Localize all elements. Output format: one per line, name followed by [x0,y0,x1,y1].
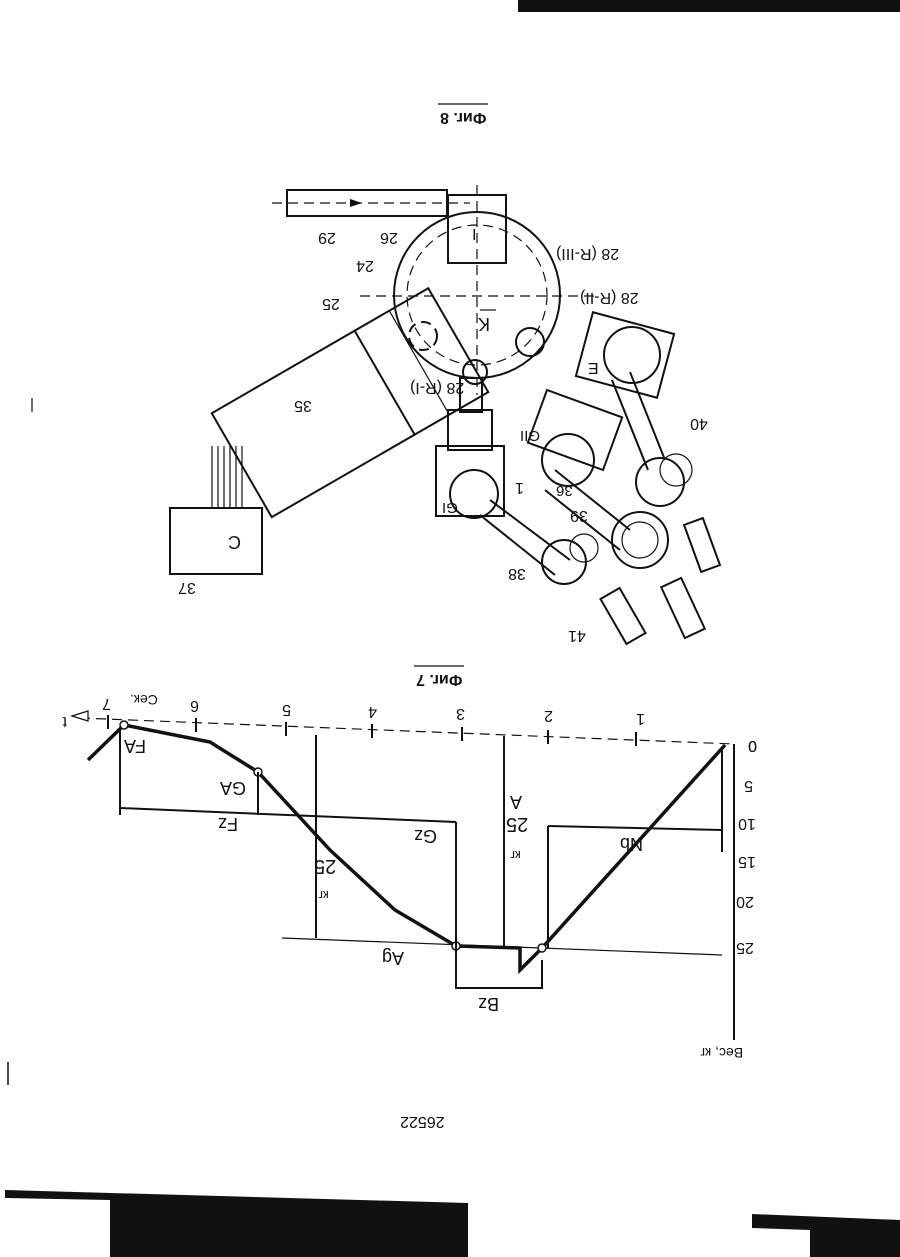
svg-text:2: 2 [544,707,553,724]
dim-unit-left: кг [318,888,329,903]
label-FA: FA [124,736,146,756]
label-24: 24 [356,257,374,274]
fig8-diagram: Фиг. 8 I K 24 25 26 28 (R-I) 28 (R-II) 2… [170,104,720,644]
label-Bz: Bz [478,994,499,1014]
label-38: 38 [508,565,526,582]
dim-25-left: 25 [314,855,336,877]
label-41: 41 [568,627,586,644]
dim-unit-right: кг [510,848,521,863]
label-Nb: Nb [620,834,643,854]
unit-37 [170,508,262,574]
label-28-R-II: 28 (R-II) [580,289,639,306]
label-C: C [228,532,241,552]
svg-text:3: 3 [456,705,465,722]
label-E: E [588,359,599,376]
fig7-y-ticks: 0 5 10 15 20 25 [282,737,757,956]
svg-text:7: 7 [102,695,111,712]
point-Nb [538,944,546,952]
dim-letter-A: A [510,792,522,812]
label-GI: GI [442,499,458,516]
label-40: 40 [690,415,708,432]
label-39: 39 [570,507,588,524]
label-29: 29 [318,229,336,246]
svg-text:5: 5 [282,701,291,718]
svg-text:25: 25 [736,939,754,956]
label-K: K [478,314,490,334]
svg-text:1: 1 [636,710,645,727]
label-GA: GA [220,778,246,798]
fig7-y-axis-label: Вес, кг [700,1045,743,1061]
label-25: 25 [322,295,340,312]
label-I: I [472,225,476,242]
fig7-caption: Фиг. 7 [416,671,462,688]
scan-border-top [518,0,900,12]
fig8-caption: Фиг. 8 [440,109,486,126]
svg-text:20: 20 [736,893,754,910]
svg-text:5: 5 [744,777,753,794]
label-28-R-III: 28 (R-III) [556,245,619,262]
label-26: 26 [380,229,398,246]
point-FA [120,721,128,729]
svg-text:4: 4 [368,703,377,720]
scan-border-bottom-right [752,1214,900,1257]
svg-text:10: 10 [738,815,756,832]
svg-text:15: 15 [738,853,756,870]
fig7-chart: Фиг. 7 t Сек. Вес, кг 0 1 2 3 4 5 6 7 [62,666,757,1061]
label-GII: GII [520,427,540,444]
fig7-x-ticks: 0 1 2 3 4 5 6 7 [102,695,757,754]
label-37: 37 [178,579,196,596]
fig7-sec-unit: Сек. [130,692,158,708]
page-number: 26522 [400,1113,445,1130]
press-35 [212,288,489,517]
dim-25-right: 25 [506,813,528,835]
svg-text:6: 6 [190,697,199,714]
fig7-t-symbol: t [62,713,67,730]
label-Fz: Fz [218,814,238,834]
label-Ag: Ag [382,948,404,968]
scan-border-bottom-left [5,1190,468,1257]
label-36: 36 [556,482,573,499]
svg-text:0: 0 [748,737,757,754]
label-Gz: Gz [414,826,437,846]
label-35: 35 [294,397,312,414]
label-1: 1 [515,479,524,496]
